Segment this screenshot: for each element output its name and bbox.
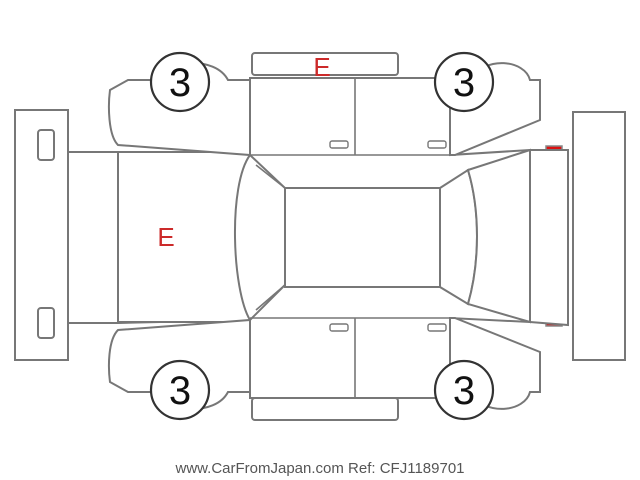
tire-rear-left: 3 [433,51,495,113]
left-rear-door-handle [427,140,447,149]
tire-rear-right: 3 [433,359,495,421]
right-rear-door-handle [427,323,447,332]
damage-code-roof-top: E [313,52,330,82]
hood-panel [117,151,251,323]
tire-front-left: 3 [149,51,211,113]
roof-panel [284,187,441,288]
left-front-door-handle [329,140,349,149]
car-top-view [67,77,569,399]
tire-rear-right-tread: 3 [453,369,475,413]
tire-front-right-tread: 3 [169,369,191,413]
front-bumper [14,109,69,361]
right-side-skirt [251,397,399,421]
right-front-door-handle [329,323,349,332]
tire-rear-left-tread: 3 [453,61,475,105]
damage-code-hood: E [157,222,174,252]
tire-front-left-tread: 3 [169,61,191,105]
rear-bumper [572,111,626,361]
tire-front-right: 3 [149,359,211,421]
left-side-skirt [251,52,399,76]
footer-watermark: www.CarFromJapan.com Ref: CFJ1189701 [175,460,465,477]
